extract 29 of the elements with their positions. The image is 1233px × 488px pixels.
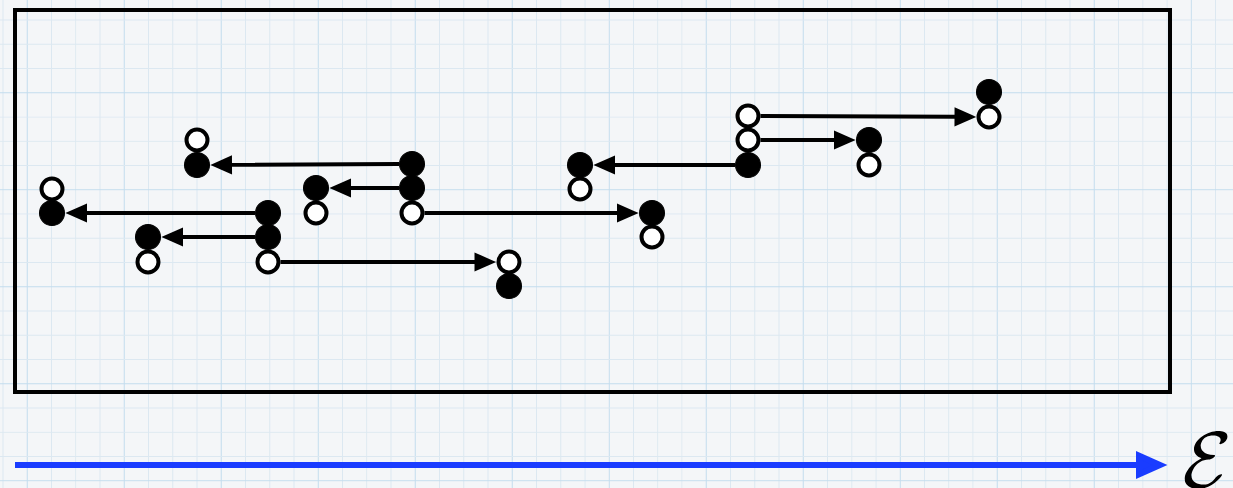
filled-dot xyxy=(135,224,161,250)
open-circle xyxy=(399,200,425,226)
open-circle xyxy=(135,249,161,275)
filled-dot xyxy=(399,175,425,201)
filled-dot xyxy=(639,200,665,226)
open-circle xyxy=(567,176,593,202)
open-circle xyxy=(39,176,65,202)
filled-dot xyxy=(303,175,329,201)
filled-dot xyxy=(735,152,761,178)
frame-box xyxy=(13,8,1172,394)
filled-dot xyxy=(496,273,522,299)
open-circle xyxy=(735,103,761,129)
open-circle xyxy=(976,104,1002,130)
open-circle xyxy=(303,200,329,226)
filled-dot xyxy=(399,151,425,177)
axis-label: $\mathcal{E}$ xyxy=(1184,431,1228,488)
open-circle xyxy=(496,249,522,275)
open-circle xyxy=(735,127,761,153)
filled-dot xyxy=(567,152,593,178)
filled-dot xyxy=(255,224,281,250)
open-circle xyxy=(856,152,882,178)
filled-dot xyxy=(856,127,882,153)
open-circle xyxy=(184,127,210,153)
filled-dot xyxy=(39,200,65,226)
filled-dot xyxy=(184,152,210,178)
filled-dot xyxy=(976,79,1002,105)
open-circle xyxy=(639,224,665,250)
open-circle xyxy=(255,249,281,275)
filled-dot xyxy=(255,200,281,226)
